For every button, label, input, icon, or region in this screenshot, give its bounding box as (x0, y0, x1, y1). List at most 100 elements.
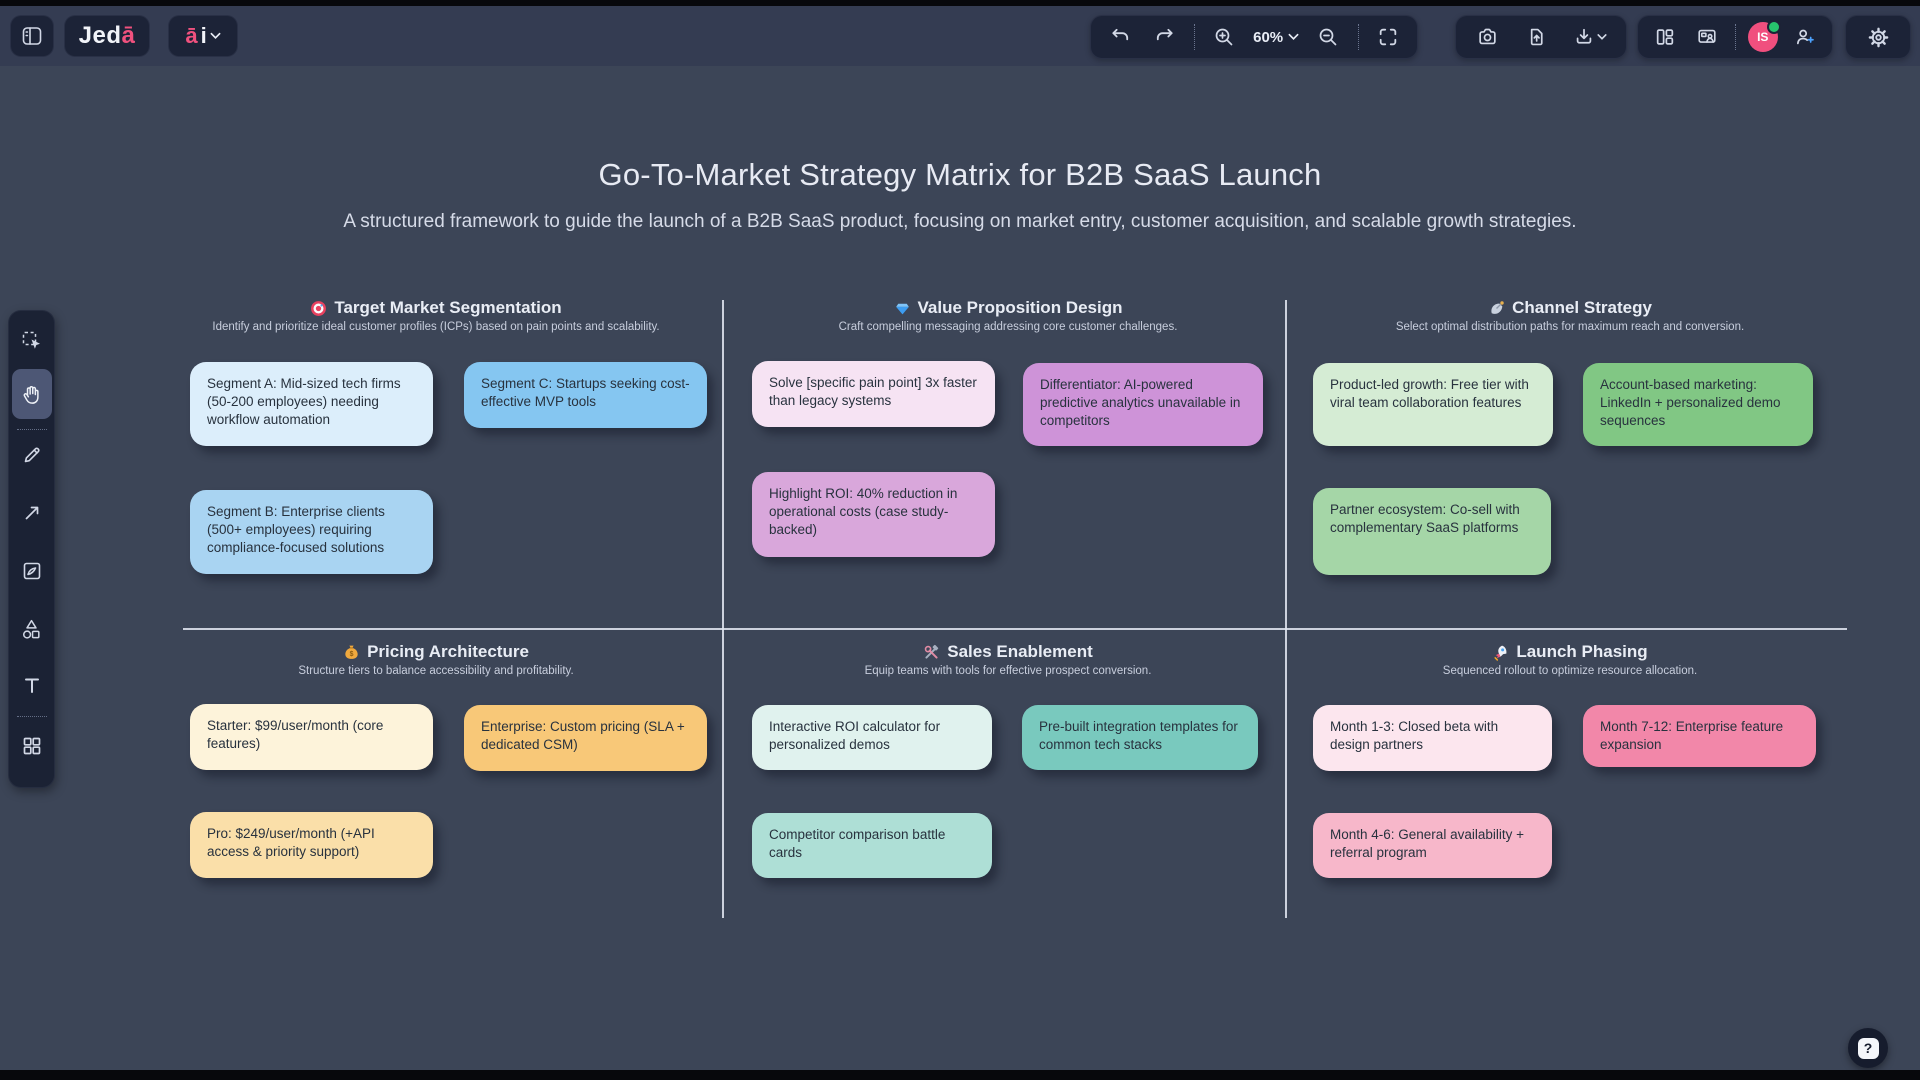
download-menu-button[interactable] (1570, 20, 1610, 54)
sticky-note[interactable]: Segment B: Enterprise clients (500+ empl… (190, 490, 433, 574)
sticky-note[interactable]: Enterprise: Custom pricing (SLA + dedica… (464, 705, 707, 771)
text-icon (21, 674, 43, 696)
sticky-note[interactable]: Month 4-6: General availability + referr… (1313, 813, 1552, 878)
sticky-note[interactable]: Pre-built integration templates for comm… (1022, 705, 1258, 770)
divider (1357, 24, 1359, 50)
avatar[interactable]: IS (1747, 20, 1781, 52)
collaboration-pill: IS (1637, 15, 1833, 59)
quadrant-header-launch-phasing[interactable]: Launch Phasing Sequenced rollout to opti… (1290, 642, 1850, 677)
settings-button[interactable] (1845, 15, 1911, 59)
frames-button[interactable] (1650, 20, 1680, 54)
quadrant-header-pricing-architecture[interactable]: $ Pricing Architecture Structure tiers t… (156, 642, 716, 677)
quadrant-header-value-proposition[interactable]: Value Proposition Design Craft compellin… (728, 298, 1288, 333)
letterbox-bottom (0, 1070, 1920, 1080)
zoom-out-icon (1317, 26, 1339, 48)
ai-main-text: i (200, 23, 207, 48)
target-icon (310, 300, 327, 317)
import-file-button[interactable] (1521, 20, 1551, 54)
sticky-note[interactable]: Month 1-3: Closed beta with design partn… (1313, 705, 1552, 771)
logo-text: Jed (78, 22, 122, 49)
quadrant-title: Pricing Architecture (367, 642, 529, 661)
chevron-down-icon (210, 32, 221, 40)
download-icon (1573, 26, 1595, 48)
avatar-initials: IS (1757, 30, 1769, 44)
rocket-icon (1492, 644, 1509, 661)
sticky-note[interactable]: Partner ecosystem: Co-sell with compleme… (1313, 488, 1551, 575)
person-add-icon (1793, 26, 1817, 48)
export-pill (1455, 15, 1627, 59)
invite-user-button[interactable] (1790, 20, 1820, 54)
zoom-in-icon (1213, 26, 1235, 48)
select-tool-button[interactable] (13, 323, 51, 359)
quadrant-subtitle: Craft compelling messaging addressing co… (838, 321, 1178, 333)
divider (16, 716, 47, 717)
ai-accent-text: ā (185, 23, 198, 48)
sticky-note[interactable]: Starter: $99/user/month (core features) (190, 704, 433, 770)
history-zoom-pill: 60% (1090, 15, 1418, 59)
shapes-tool-button[interactable] (13, 608, 51, 650)
present-button[interactable] (1692, 20, 1722, 54)
quadrant-title: Launch Phasing (1516, 642, 1648, 661)
zoom-in-button[interactable] (1209, 20, 1239, 54)
quadrant-header-channel-strategy[interactable]: Channel Strategy Select optimal distribu… (1290, 298, 1850, 333)
frames-layout-icon (1654, 26, 1676, 48)
arrow-tool-button[interactable] (13, 494, 51, 532)
fit-screen-button[interactable] (1373, 20, 1403, 54)
help-button[interactable]: ? (1848, 1028, 1888, 1068)
tools-icon (923, 644, 940, 661)
matrix-divider-vertical-2 (1285, 300, 1287, 918)
divider (16, 429, 47, 430)
sticky-note[interactable]: Segment A: Mid-sized tech firms (50-200 … (190, 362, 433, 446)
zoom-level-dropdown[interactable]: 60% (1253, 29, 1299, 46)
sticky-note[interactable]: Month 7-12: Enterprise feature expansion (1583, 705, 1816, 767)
quadrant-header-sales-enablement[interactable]: Sales Enablement Equip teams with tools … (728, 642, 1288, 677)
quadrant-header-target-market[interactable]: Target Market Segmentation Identify and … (156, 298, 716, 333)
tools-sidebar (8, 310, 55, 788)
chevron-down-icon (1597, 33, 1607, 41)
presentation-icon (1695, 26, 1719, 48)
svg-text:$: $ (350, 650, 354, 657)
quadrant-title: Sales Enablement (947, 642, 1093, 661)
sticky-note[interactable]: Segment C: Startups seeking cost-effecti… (464, 362, 707, 428)
undo-button[interactable] (1105, 20, 1135, 54)
gear-icon (1867, 26, 1890, 49)
sticky-note[interactable]: Solve [specific pain point] 3x faster th… (752, 361, 995, 427)
logo-accent-text: ā (121, 22, 136, 49)
board-title[interactable]: Go-To-Market Strategy Matrix for B2B Saa… (598, 157, 1322, 192)
sticky-note[interactable]: Interactive ROI calculator for personali… (752, 705, 992, 770)
sticky-note[interactable]: Highlight ROI: 40% reduction in operatio… (752, 472, 995, 557)
screenshot-button[interactable] (1472, 20, 1502, 54)
file-upload-icon (1526, 26, 1547, 48)
image-tool-button[interactable] (13, 552, 51, 590)
matrix-divider-vertical-1 (722, 300, 724, 918)
pen-icon (21, 444, 43, 466)
templates-tool-button[interactable] (13, 727, 51, 765)
question-mark-icon: ? (1857, 1037, 1879, 1059)
online-status-dot (1766, 20, 1781, 34)
grid-apps-icon (21, 735, 43, 757)
matrix-divider-horizontal (183, 628, 1847, 630)
divider (1734, 24, 1736, 50)
divider (1193, 24, 1195, 50)
quadrant-subtitle: Select optimal distribution paths for ma… (1395, 321, 1745, 333)
sticky-note[interactable]: Account-based marketing: LinkedIn + pers… (1583, 363, 1813, 446)
sticky-note[interactable]: Product-led growth: Free tier with viral… (1313, 363, 1553, 446)
hand-tool-button[interactable] (11, 369, 52, 419)
redo-button[interactable] (1149, 20, 1179, 54)
redo-icon (1153, 27, 1176, 47)
pen-tool-button[interactable] (13, 436, 51, 474)
undo-icon (1109, 27, 1132, 47)
text-tool-button[interactable] (13, 666, 51, 704)
sticky-note[interactable]: Competitor comparison battle cards (752, 813, 992, 878)
image-icon (21, 560, 43, 582)
sticky-note[interactable]: Pro: $249/user/month (+API access & prio… (190, 812, 433, 878)
quadrant-title: Value Proposition Design (917, 298, 1123, 317)
board-subtitle[interactable]: A structured framework to guide the laun… (343, 211, 1577, 232)
hand-icon (20, 383, 43, 406)
zoom-out-button[interactable] (1313, 20, 1343, 54)
sticky-note[interactable]: Differentiator: AI-powered predictive an… (1023, 363, 1263, 446)
sidebar-toggle-button[interactable] (10, 15, 54, 57)
